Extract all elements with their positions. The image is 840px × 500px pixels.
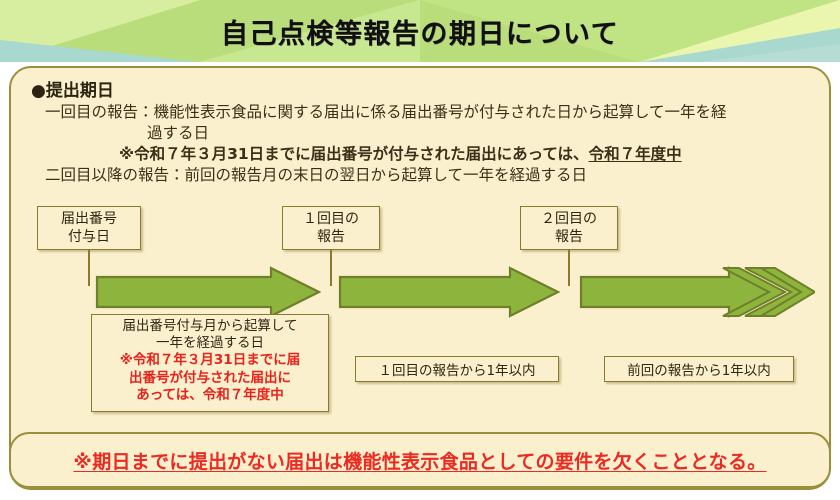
caption-first-interval-label: １回目の報告から1年以内 — [378, 363, 536, 379]
right-arrow-icon — [95, 266, 321, 318]
page-title: 自己点検等報告の期日について — [220, 18, 620, 50]
footer-warning-banner: ※期日までに提出がない届出は機能性表示食品としての要件を欠くこととなる。 — [9, 432, 831, 488]
second-report-text: 前回の報告月の末日の翌日から起算して一年を経過する日 — [184, 166, 588, 184]
slide-header-band: 自己点検等報告の期日について — [0, 0, 840, 62]
milestone-issue-date-line1: 届出番号 — [61, 211, 117, 227]
milestone-box-second-report: ２回目の 報告 — [520, 206, 618, 250]
milestone-stem-second-report — [568, 250, 570, 286]
milestone-first-report-line1: １回目の — [303, 211, 359, 227]
section-heading: 提出期日 — [45, 81, 114, 101]
submission-deadline-text-block: ●提出期日 一回目の報告：機能性表示食品に関する届出に係る届出番号が付与された日… — [31, 76, 821, 186]
section-bullet-icon: ● — [31, 81, 46, 101]
first-period-note-red-line1: ※令和７年３月31日までに届 — [119, 352, 301, 368]
caption-next-interval: 前回の報告から1年以内 — [604, 356, 794, 382]
first-report-line-2: 過する日 — [31, 123, 821, 144]
first-period-note-line1: 届出番号付与月から起算して — [122, 318, 298, 334]
first-report-note-prefix: ※令和７年３月31日までに届出番号が付与された届出にあっては、 — [119, 145, 589, 163]
milestone-stem-issue-date — [88, 250, 90, 286]
milestone-box-first-report: １回目の 報告 — [282, 206, 380, 250]
footer-warning-text: ※期日までに提出がない届出は機能性表示食品としての要件を欠くこととなる。 — [73, 450, 767, 473]
section-heading-row: ●提出期日 — [31, 76, 821, 102]
milestone-first-report-line2: 報告 — [317, 229, 345, 245]
first-report-line: 一回目の報告：機能性表示食品に関する届出に係る届出番号が付与された日から起算して… — [31, 102, 821, 123]
arrow-segment-1 — [95, 266, 321, 318]
first-report-note-line: ※令和７年３月31日までに届出番号が付与された届出にあっては、令和７年度中 — [31, 144, 821, 165]
milestone-issue-date-line2: 付与日 — [68, 229, 110, 245]
header-decorative-pattern — [0, 0, 840, 62]
milestone-box-issue-date: 届出番号 付与日 — [37, 206, 141, 250]
second-report-line: 二回目以降の報告：前回の報告月の末日の翌日から起算して一年を経過する日 — [31, 165, 821, 186]
first-report-text-line2: 過する日 — [147, 124, 210, 142]
second-report-label: 二回目以降の報告： — [45, 166, 185, 184]
first-report-label: 一回目の報告： — [45, 103, 154, 121]
arrow-segment-2 — [338, 266, 560, 318]
milestone-second-report-line1: ２回目の — [541, 211, 597, 227]
first-report-note-emphasis: 令和７年度中 — [588, 145, 682, 163]
caption-next-interval-label: 前回の報告から1年以内 — [627, 363, 771, 379]
right-arrow-icon — [338, 266, 560, 318]
first-report-text-line1: 機能性表示食品に関する届出に係る届出番号が付与された日から起算して一年を経 — [153, 103, 727, 121]
right-arrow-continuing-icon — [579, 266, 815, 318]
main-content-panel: ●提出期日 一回目の報告：機能性表示食品に関する届出に係る届出番号が付与された日… — [9, 66, 831, 490]
first-period-note-line2: 一年を経過する日 — [156, 335, 264, 351]
first-period-note-box: 届出番号付与月から起算して 一年を経過する日 ※令和７年３月31日までに届 出番… — [91, 314, 329, 412]
caption-first-interval: １回目の報告から1年以内 — [355, 356, 559, 382]
arrow-segment-3 — [579, 266, 815, 318]
first-period-note-red-line2: 出番号が付与された届出に — [129, 369, 291, 386]
first-period-note-red-line3: あっては、令和７年度中 — [136, 387, 284, 403]
milestone-second-report-line2: 報告 — [555, 229, 583, 245]
milestone-stem-first-report — [330, 250, 332, 286]
